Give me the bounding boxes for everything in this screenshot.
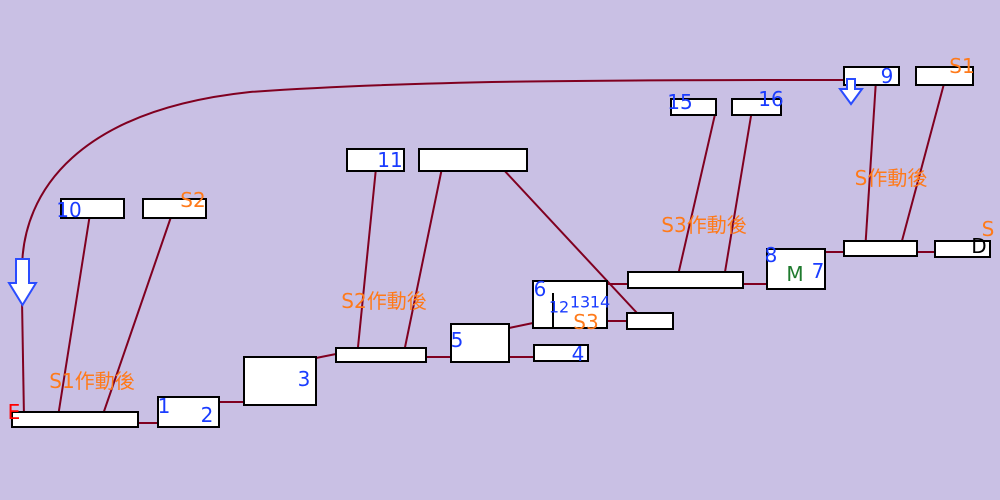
label-4: 4 (572, 342, 585, 366)
label-s-after: S作動後 (855, 166, 928, 190)
lead-9 (864, 79, 877, 253)
wire-segment (508, 322, 534, 329)
box-10 (60, 198, 125, 219)
label-10: 10 (56, 198, 81, 222)
box-3 (243, 356, 317, 406)
box-11 (346, 148, 405, 172)
label-motor: M (786, 262, 803, 286)
bar-4 (533, 344, 589, 362)
box-motor (766, 248, 826, 290)
box-15 (670, 98, 717, 116)
box-blank (418, 148, 528, 172)
label-9: 9 (881, 64, 894, 88)
label-e: E (8, 400, 21, 424)
label-11: 11 (377, 148, 402, 172)
box-1-2 (157, 396, 220, 428)
label-s2-after: S2作動後 (341, 289, 426, 313)
label-d: D (971, 234, 986, 258)
label-s3-after: S3作動後 (661, 213, 746, 237)
return-wire (21, 79, 844, 271)
label-16: 16 (758, 87, 783, 111)
lead-15 (675, 109, 717, 285)
label-s1-after: S1作動後 (49, 369, 134, 393)
lead-s3 (501, 167, 651, 328)
bar-e (11, 411, 139, 428)
lead-11 (356, 167, 377, 358)
wire-segment (21, 299, 25, 419)
bar-s2-after (335, 347, 427, 363)
label-s2: S2 (180, 188, 205, 212)
label-15: 15 (667, 90, 692, 114)
box-s2 (142, 198, 207, 219)
label-8: 8 (765, 243, 778, 267)
lead-s1 (898, 79, 946, 253)
lead-16 (722, 109, 753, 285)
box-6 (532, 280, 608, 329)
wire-segment (315, 353, 337, 359)
label-13: 13 (570, 293, 590, 312)
label-3: 3 (298, 367, 311, 391)
bar-d (934, 240, 991, 258)
lead-blank (402, 167, 443, 358)
label-6: 6 (534, 277, 547, 301)
label-2: 2 (201, 403, 214, 427)
label-5: 5 (451, 328, 464, 352)
lead-s2 (99, 213, 173, 424)
down-arrow-icon (7, 258, 38, 307)
label-7: 7 (812, 259, 825, 283)
label-1: 1 (158, 394, 171, 418)
bar-s-after (843, 240, 918, 257)
box-s1 (915, 66, 974, 86)
lead-10 (56, 213, 91, 424)
label-14: 14 (590, 293, 610, 312)
box-9 (843, 66, 900, 86)
label-s1: S1 (949, 54, 974, 78)
down-arrow-icon (838, 78, 864, 106)
label-12: 12 (549, 298, 569, 317)
bar-s3-after (627, 271, 744, 289)
label-s-right: S (982, 217, 995, 241)
label-s3: S3 (573, 310, 598, 334)
box-16 (731, 98, 782, 116)
bar-s3 (626, 312, 674, 330)
box-5 (450, 323, 510, 363)
